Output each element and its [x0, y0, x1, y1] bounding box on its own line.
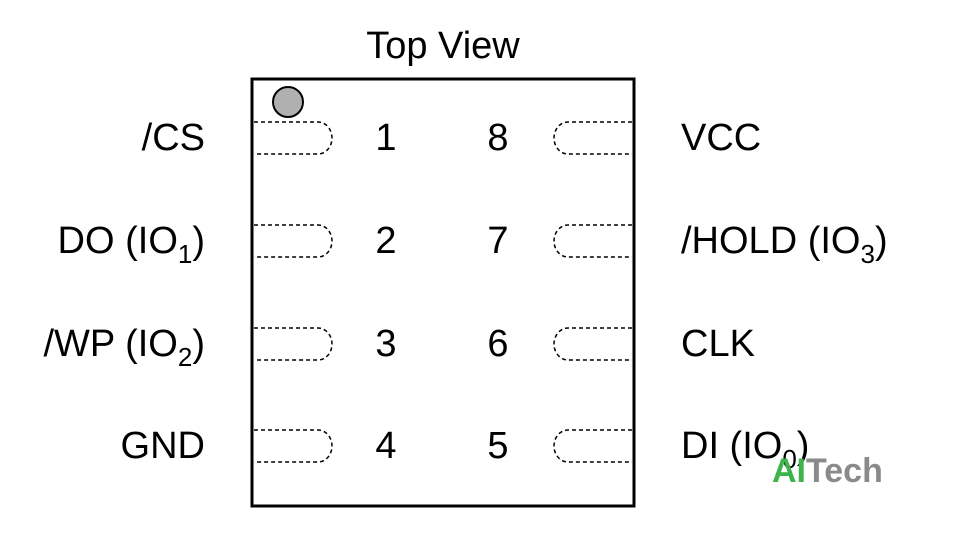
pin-name-7: /HOLD (IO3) — [681, 220, 888, 269]
pin-number-4: 4 — [375, 425, 396, 467]
pad-pin-1 — [254, 121, 333, 155]
pad-pin-5 — [553, 429, 632, 463]
pin-number-1: 1 — [375, 117, 396, 159]
pin-number-5: 5 — [487, 425, 508, 467]
pin-number-8: 8 — [487, 117, 508, 159]
pin-name-1: /CS — [142, 117, 205, 159]
watermark-logo: AITech — [772, 452, 883, 490]
diagram-title: Top View — [366, 25, 520, 67]
pin-name-5: DI (IO0) — [681, 425, 809, 474]
pin-number-3: 3 — [375, 323, 396, 365]
pad-pin-6 — [553, 327, 632, 361]
pad-pin-2 — [254, 224, 333, 258]
pin-number-7: 7 — [487, 220, 508, 262]
pad-pin-7 — [553, 224, 632, 258]
pad-pin-4 — [254, 429, 333, 463]
pin-name-8: VCC — [681, 117, 761, 159]
package-body — [250, 77, 636, 508]
pin-number-2: 2 — [375, 220, 396, 262]
pin1-indicator-dot — [272, 86, 304, 118]
pin-number-6: 6 — [487, 323, 508, 365]
pin-name-2: DO (IO1) — [58, 220, 205, 269]
pin-name-3: /WP (IO2) — [43, 323, 205, 372]
pad-pin-8 — [553, 121, 632, 155]
pad-pin-3 — [254, 327, 333, 361]
pin-name-4: GND — [121, 425, 205, 467]
pin-name-6: CLK — [681, 323, 755, 365]
